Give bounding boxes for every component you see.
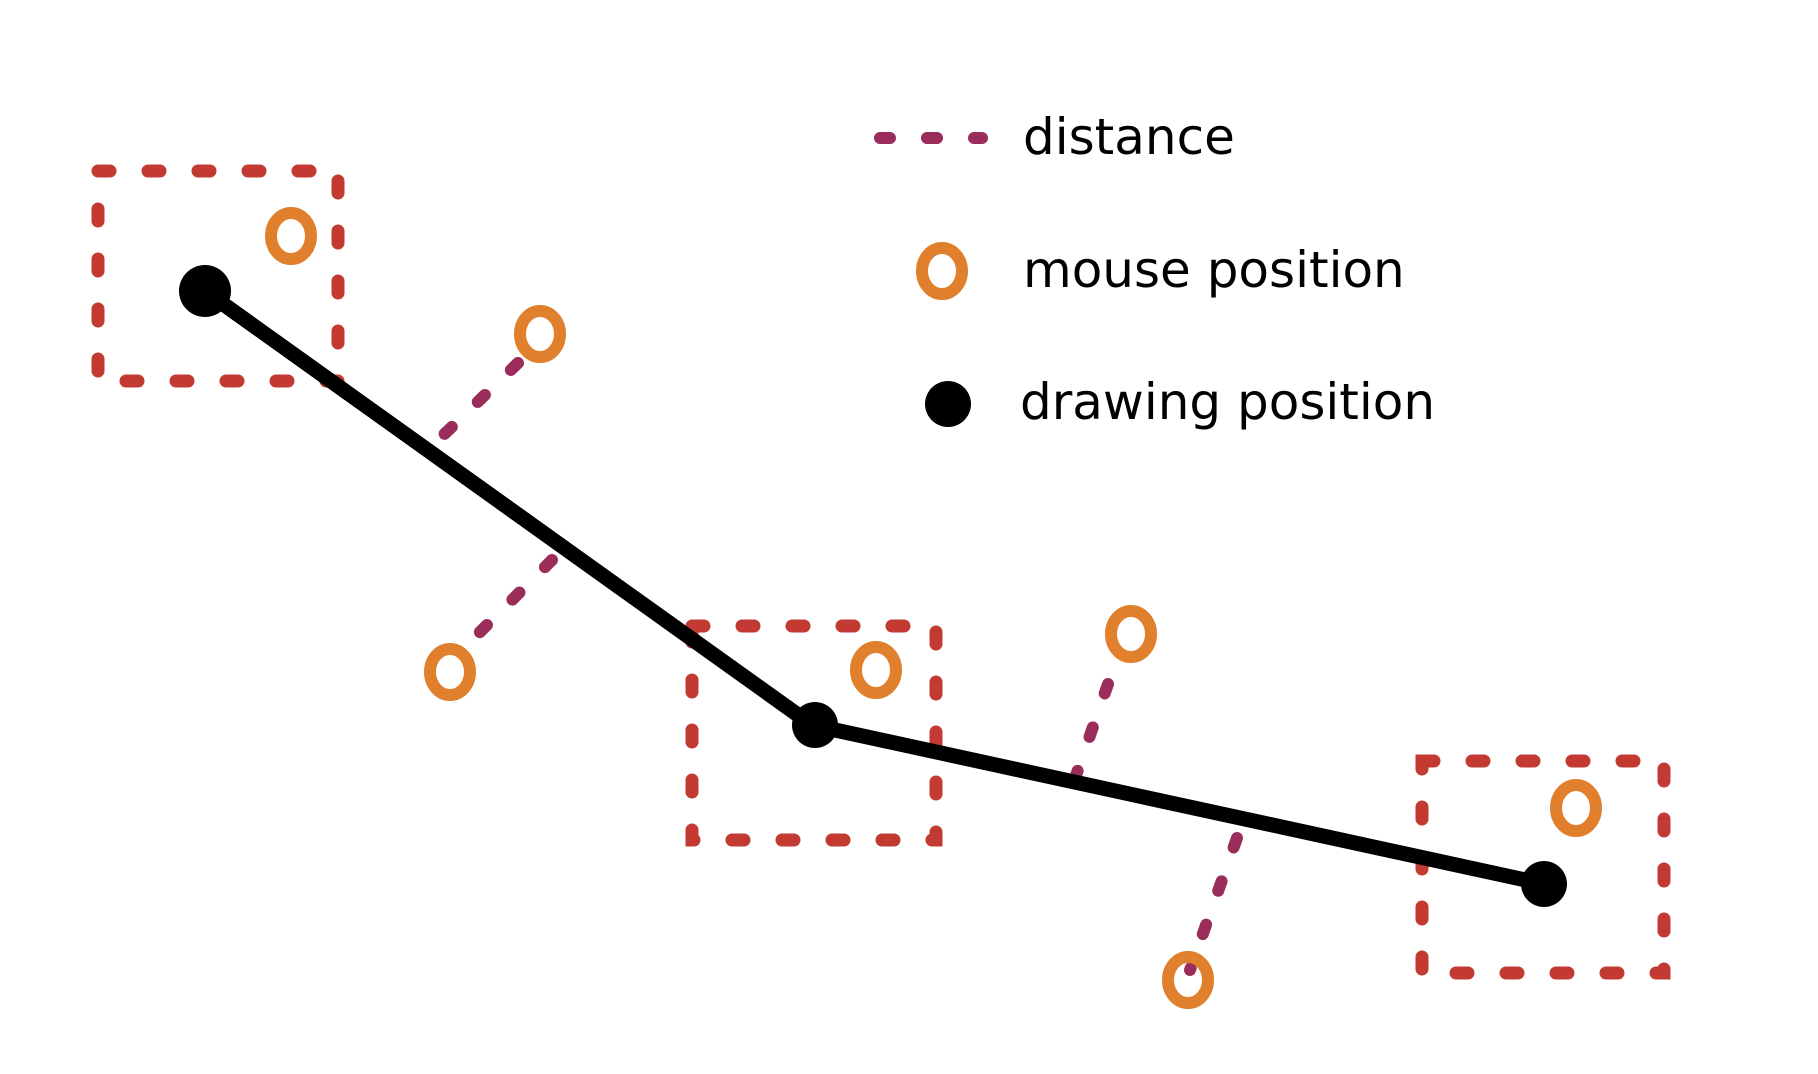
mouse-position-ring-1	[265, 207, 317, 265]
legend-item-distance: distance	[874, 108, 1235, 166]
legend-label-distance: distance	[1023, 108, 1235, 166]
legend-label-mouse: mouse position	[1023, 241, 1405, 299]
distance-line-4	[1184, 832, 1243, 976]
distance-line-3	[1067, 678, 1114, 790]
mouse-position-ring-2	[514, 305, 566, 363]
threshold-box-2	[685, 619, 943, 847]
threshold-boxes	[91, 164, 1671, 980]
drawing-position-dot-1	[179, 265, 231, 317]
mouse-position-ring-7	[1162, 951, 1214, 1009]
mouse-position-ring-4	[850, 641, 902, 699]
legend-label-drawing: drawing position	[1020, 373, 1435, 431]
filled-dot-icon	[925, 381, 971, 427]
ring-icon	[916, 242, 968, 300]
legend-item-drawing: drawing position	[925, 373, 1435, 431]
drawing-position-dot-3	[1521, 861, 1567, 907]
mouse-position-ring-5	[1105, 605, 1157, 663]
drawing-positions	[179, 265, 1567, 907]
mouse-position-ring-3	[424, 643, 476, 701]
distance-lines	[424, 357, 1243, 976]
mouse-position-ring-6	[1550, 779, 1602, 837]
distance-line-2	[458, 554, 558, 654]
mouse-positions	[265, 207, 1602, 1009]
legend-item-mouse: mouse position	[916, 241, 1405, 300]
legend: distance mouse position drawing position	[874, 108, 1435, 431]
threshold-box-3	[1415, 754, 1671, 980]
threshold-box-1	[91, 164, 345, 388]
distance-line-1	[424, 357, 524, 454]
drawing-position-dot-2	[792, 702, 838, 748]
